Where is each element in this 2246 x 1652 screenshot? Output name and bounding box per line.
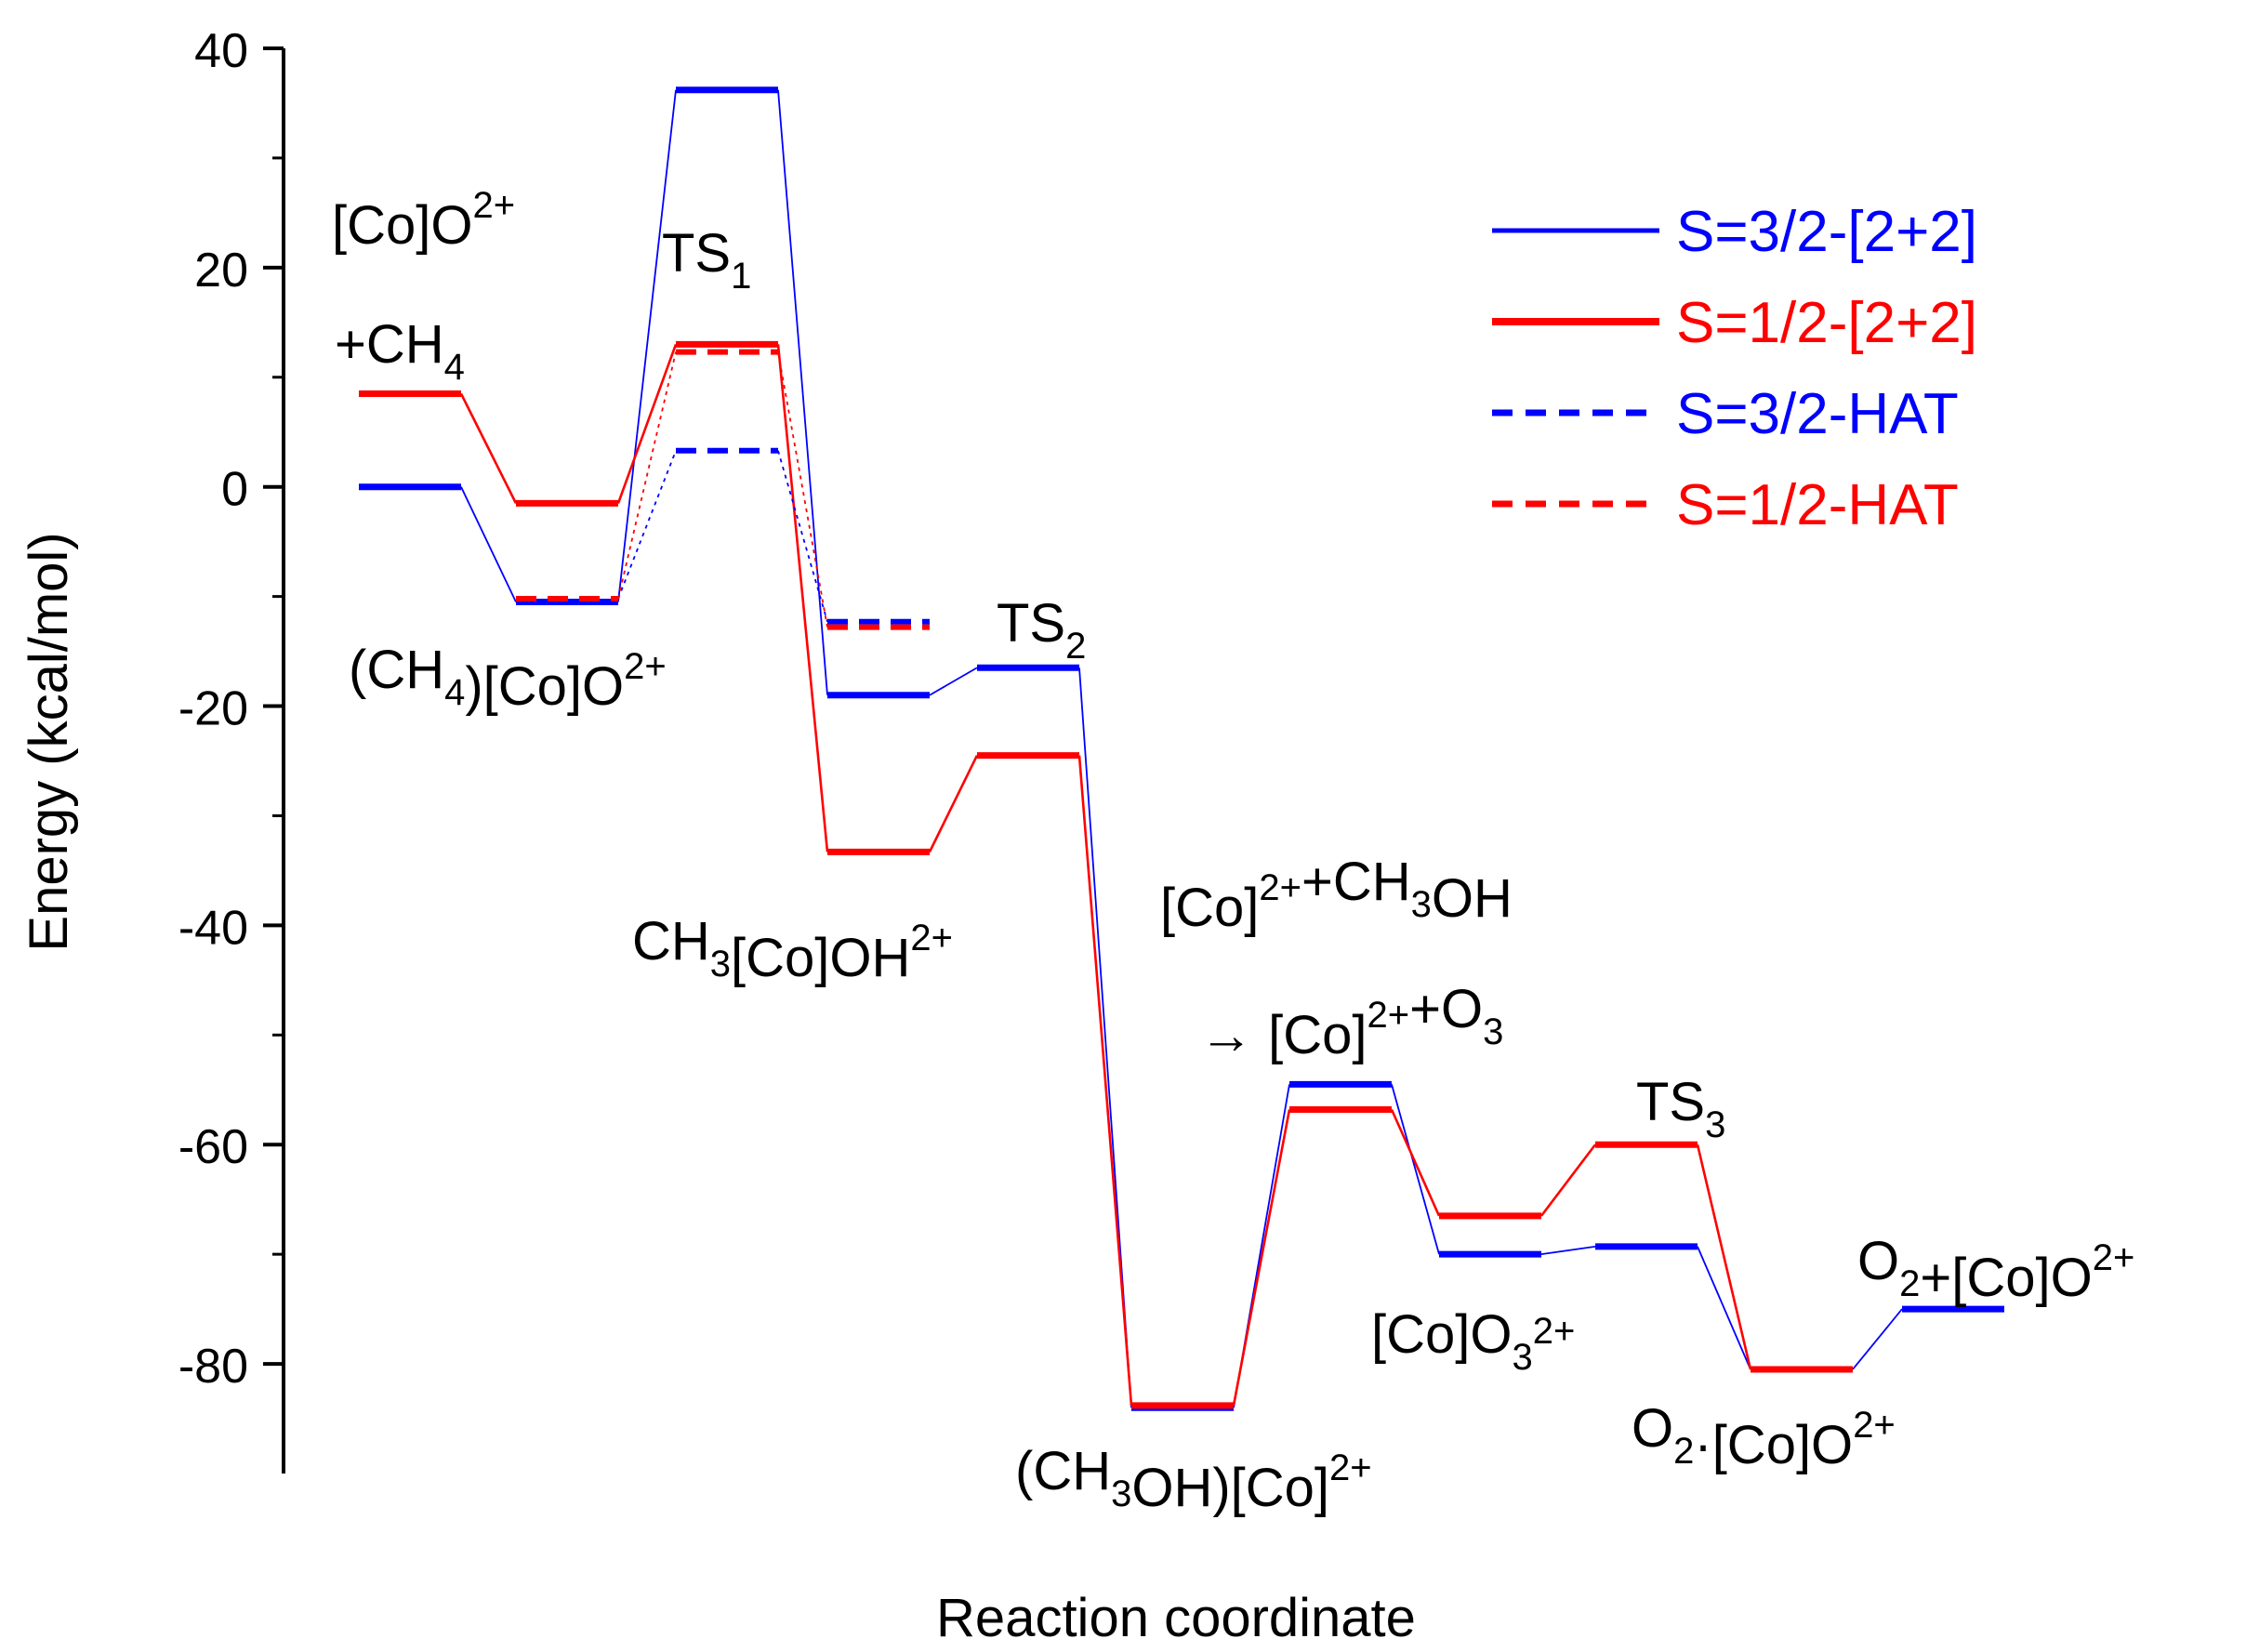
- state-label-part: [Co]: [1160, 878, 1259, 938]
- state-label-part: 2: [1673, 1431, 1694, 1472]
- connector-1: [460, 486, 517, 602]
- state-label-part: O: [1632, 1398, 1673, 1459]
- y-tick-label: -40: [178, 901, 248, 955]
- state-label-part: 3: [1411, 884, 1432, 925]
- state-label-part: 3: [1483, 1011, 1503, 1052]
- state-label-part: TS: [1636, 1072, 1705, 1132]
- connector-1: [777, 89, 828, 695]
- legend-label: S=1/2-HAT: [1676, 473, 1959, 537]
- connector-3: [617, 450, 677, 600]
- state-label-part: 3: [1513, 1337, 1533, 1378]
- connector-1: [1540, 1246, 1596, 1256]
- y-tick-label: 20: [194, 244, 248, 297]
- state-label-part: OH: [1432, 868, 1513, 929]
- state-label-part: 3: [1705, 1104, 1725, 1145]
- state-label-ts1: TS1: [662, 223, 751, 297]
- state-label-part: [Co]O: [1371, 1304, 1513, 1365]
- state-label-part: +CH: [335, 314, 444, 375]
- state-label-part: )[Co]O: [465, 656, 624, 717]
- state-label-int2: CH3[Co]OH2+: [632, 911, 953, 988]
- state-label-part: 2+: [1329, 1447, 1372, 1488]
- state-label-int5: O2·[Co]O2+: [1632, 1398, 1896, 1475]
- y-tick-label: -20: [178, 682, 248, 736]
- state-label-part: 1: [731, 256, 751, 297]
- state-label-part: ·[Co]O: [1694, 1415, 1853, 1475]
- state-label-part: +CH: [1301, 852, 1411, 912]
- axes: 40 20 0 -20 -40 -60 -80: [178, 24, 285, 1474]
- state-label-part: 2+: [1533, 1311, 1576, 1352]
- state-label-part: 2: [1899, 1263, 1920, 1304]
- connector-2: [1539, 1143, 1597, 1217]
- state-label-part: 2: [1065, 626, 1086, 667]
- state-label-part: (CH: [1015, 1441, 1111, 1501]
- state-label-int4: [Co]O32+: [1371, 1304, 1575, 1378]
- legend: S=3/2-[2+2] S=1/2-[2+2] S=3/2-HAT S=1/2-HAT: [1492, 200, 1977, 537]
- state-label-part: 3: [710, 944, 731, 985]
- state-label-part: 3: [1111, 1474, 1131, 1514]
- state-label-part: (CH: [349, 640, 444, 700]
- state-label-part: → [Co]: [1199, 1005, 1367, 1065]
- connector-lines: [459, 89, 1903, 1408]
- state-label-part: TS: [662, 223, 731, 284]
- state-label-step2: → [Co]2++O3: [1199, 979, 1503, 1065]
- state-label-part: 2+: [1367, 995, 1410, 1036]
- connector-2: [459, 392, 518, 504]
- state-label-step1: [Co]2++CH3OH: [1160, 852, 1513, 938]
- state-label-part: TS: [997, 593, 1065, 654]
- state-label-part: 2+: [2093, 1237, 2135, 1278]
- state-label-part: 2+: [1259, 867, 1301, 908]
- connector-2: [776, 344, 829, 852]
- connector-2: [928, 755, 979, 852]
- y-tick-label: -60: [178, 1120, 248, 1174]
- connector-2: [1077, 755, 1133, 1406]
- connector-1: [1391, 1084, 1440, 1255]
- connector-2: [1232, 1109, 1291, 1407]
- legend-label: S=1/2-[2+2]: [1676, 291, 1977, 355]
- state-label-part: OH)[Co]: [1131, 1458, 1329, 1518]
- connector-1: [617, 89, 677, 602]
- state-label-part: 2+: [624, 646, 667, 687]
- state-label-int3: (CH3OH)[Co]2+: [1015, 1441, 1372, 1518]
- connector-2: [1390, 1108, 1441, 1217]
- energy-levels: [359, 86, 2004, 1411]
- state-label-prod: O2+[Co]O2+: [1857, 1231, 2134, 1308]
- state-label-r2: +CH4: [335, 314, 465, 388]
- legend-label: S=3/2-HAT: [1676, 382, 1959, 446]
- state-label-int1: (CH4)[Co]O2+: [349, 640, 667, 717]
- state-label-part: CH: [632, 911, 710, 971]
- state-labels: [Co]O2++CH4TS1(CH4)[Co]O2+TS2CH3[Co]OH2+…: [332, 185, 2134, 1518]
- connector-4: [617, 351, 677, 600]
- state-label-part: 2+: [910, 918, 953, 958]
- connector-1: [1852, 1308, 1903, 1370]
- state-label-part: 2+: [1853, 1405, 1896, 1446]
- state-label-part: O: [1857, 1231, 1899, 1291]
- state-label-part: 4: [444, 672, 465, 713]
- y-tick-label: 40: [194, 24, 248, 78]
- x-axis-label: Reaction coordinate: [936, 1588, 1416, 1648]
- state-label-part: 2+: [473, 185, 516, 226]
- state-label-part: +O: [1409, 979, 1483, 1039]
- connector-1: [1697, 1246, 1751, 1370]
- state-label-part: [Co]OH: [731, 928, 910, 988]
- y-tick-label: -80: [178, 1340, 248, 1394]
- state-label-part: +[Co]O: [1920, 1248, 2092, 1308]
- y-tick-label: 0: [221, 463, 248, 517]
- legend-label: S=3/2-[2+2]: [1676, 200, 1977, 264]
- y-axis-label: Energy (kcal/mol): [19, 532, 79, 951]
- state-label-r: [Co]O2+: [332, 185, 515, 256]
- state-label-ts2: TS2: [997, 593, 1086, 667]
- state-label-part: 4: [444, 347, 465, 388]
- connector-2: [616, 343, 678, 504]
- connector-2: [1696, 1143, 1752, 1370]
- state-label-ts3: TS3: [1636, 1072, 1725, 1145]
- connector-1: [929, 667, 978, 696]
- state-label-part: [Co]O: [332, 195, 473, 256]
